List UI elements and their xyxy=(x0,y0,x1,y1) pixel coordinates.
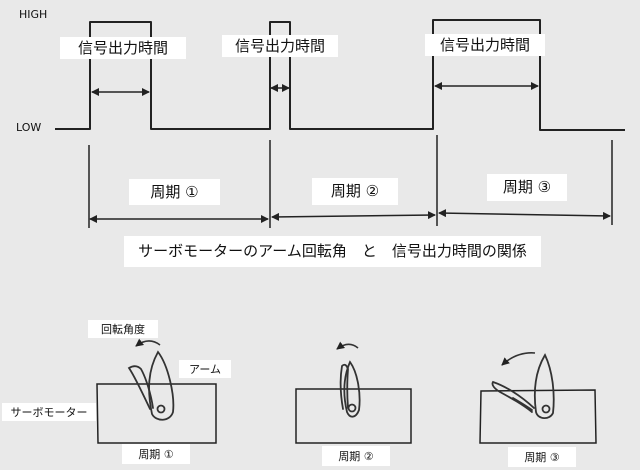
servo-motor-1 xyxy=(96,383,217,444)
low-label: LOW xyxy=(16,121,42,134)
servo-arm-2 xyxy=(339,360,361,418)
servo-arm-1 xyxy=(127,350,175,421)
pulse-width-label-3: 信号出力時間 xyxy=(425,34,545,56)
diagram-caption: サーボモーターのアーム回転角 と 信号出力時間の関係 xyxy=(124,236,541,267)
period-label-1: 周期 ① xyxy=(129,179,220,205)
arm-label: アーム xyxy=(179,360,231,378)
servo-motor-2 xyxy=(295,388,412,444)
servo-motor-label: サーボモーター xyxy=(2,403,96,421)
servo-motor-3 xyxy=(479,389,597,444)
rotation-angle-label: 回転角度 xyxy=(88,320,158,338)
rotation-arrow-3 xyxy=(501,352,536,366)
servo-period-label-1: 周期 ① xyxy=(122,444,190,464)
high-label: HIGH xyxy=(19,8,48,21)
pwm-waveform xyxy=(55,19,625,131)
servo-arm-3 xyxy=(491,353,555,420)
rotation-arrow-2 xyxy=(336,341,359,350)
period-label-2: 周期 ② xyxy=(312,178,398,205)
servo-period-label-2: 周期 ② xyxy=(322,446,390,466)
period-markers xyxy=(88,135,613,228)
servo-period-label-3: 周期 ③ xyxy=(508,447,576,467)
pulse-width-label-2: 信号出力時間 xyxy=(222,35,338,57)
rotation-arrow-1 xyxy=(135,338,161,347)
period-label-3: 周期 ③ xyxy=(487,174,567,201)
pulse-width-label-1: 信号出力時間 xyxy=(60,37,186,59)
period-arrow-2 xyxy=(271,211,436,221)
period-arrow-3 xyxy=(438,209,611,220)
